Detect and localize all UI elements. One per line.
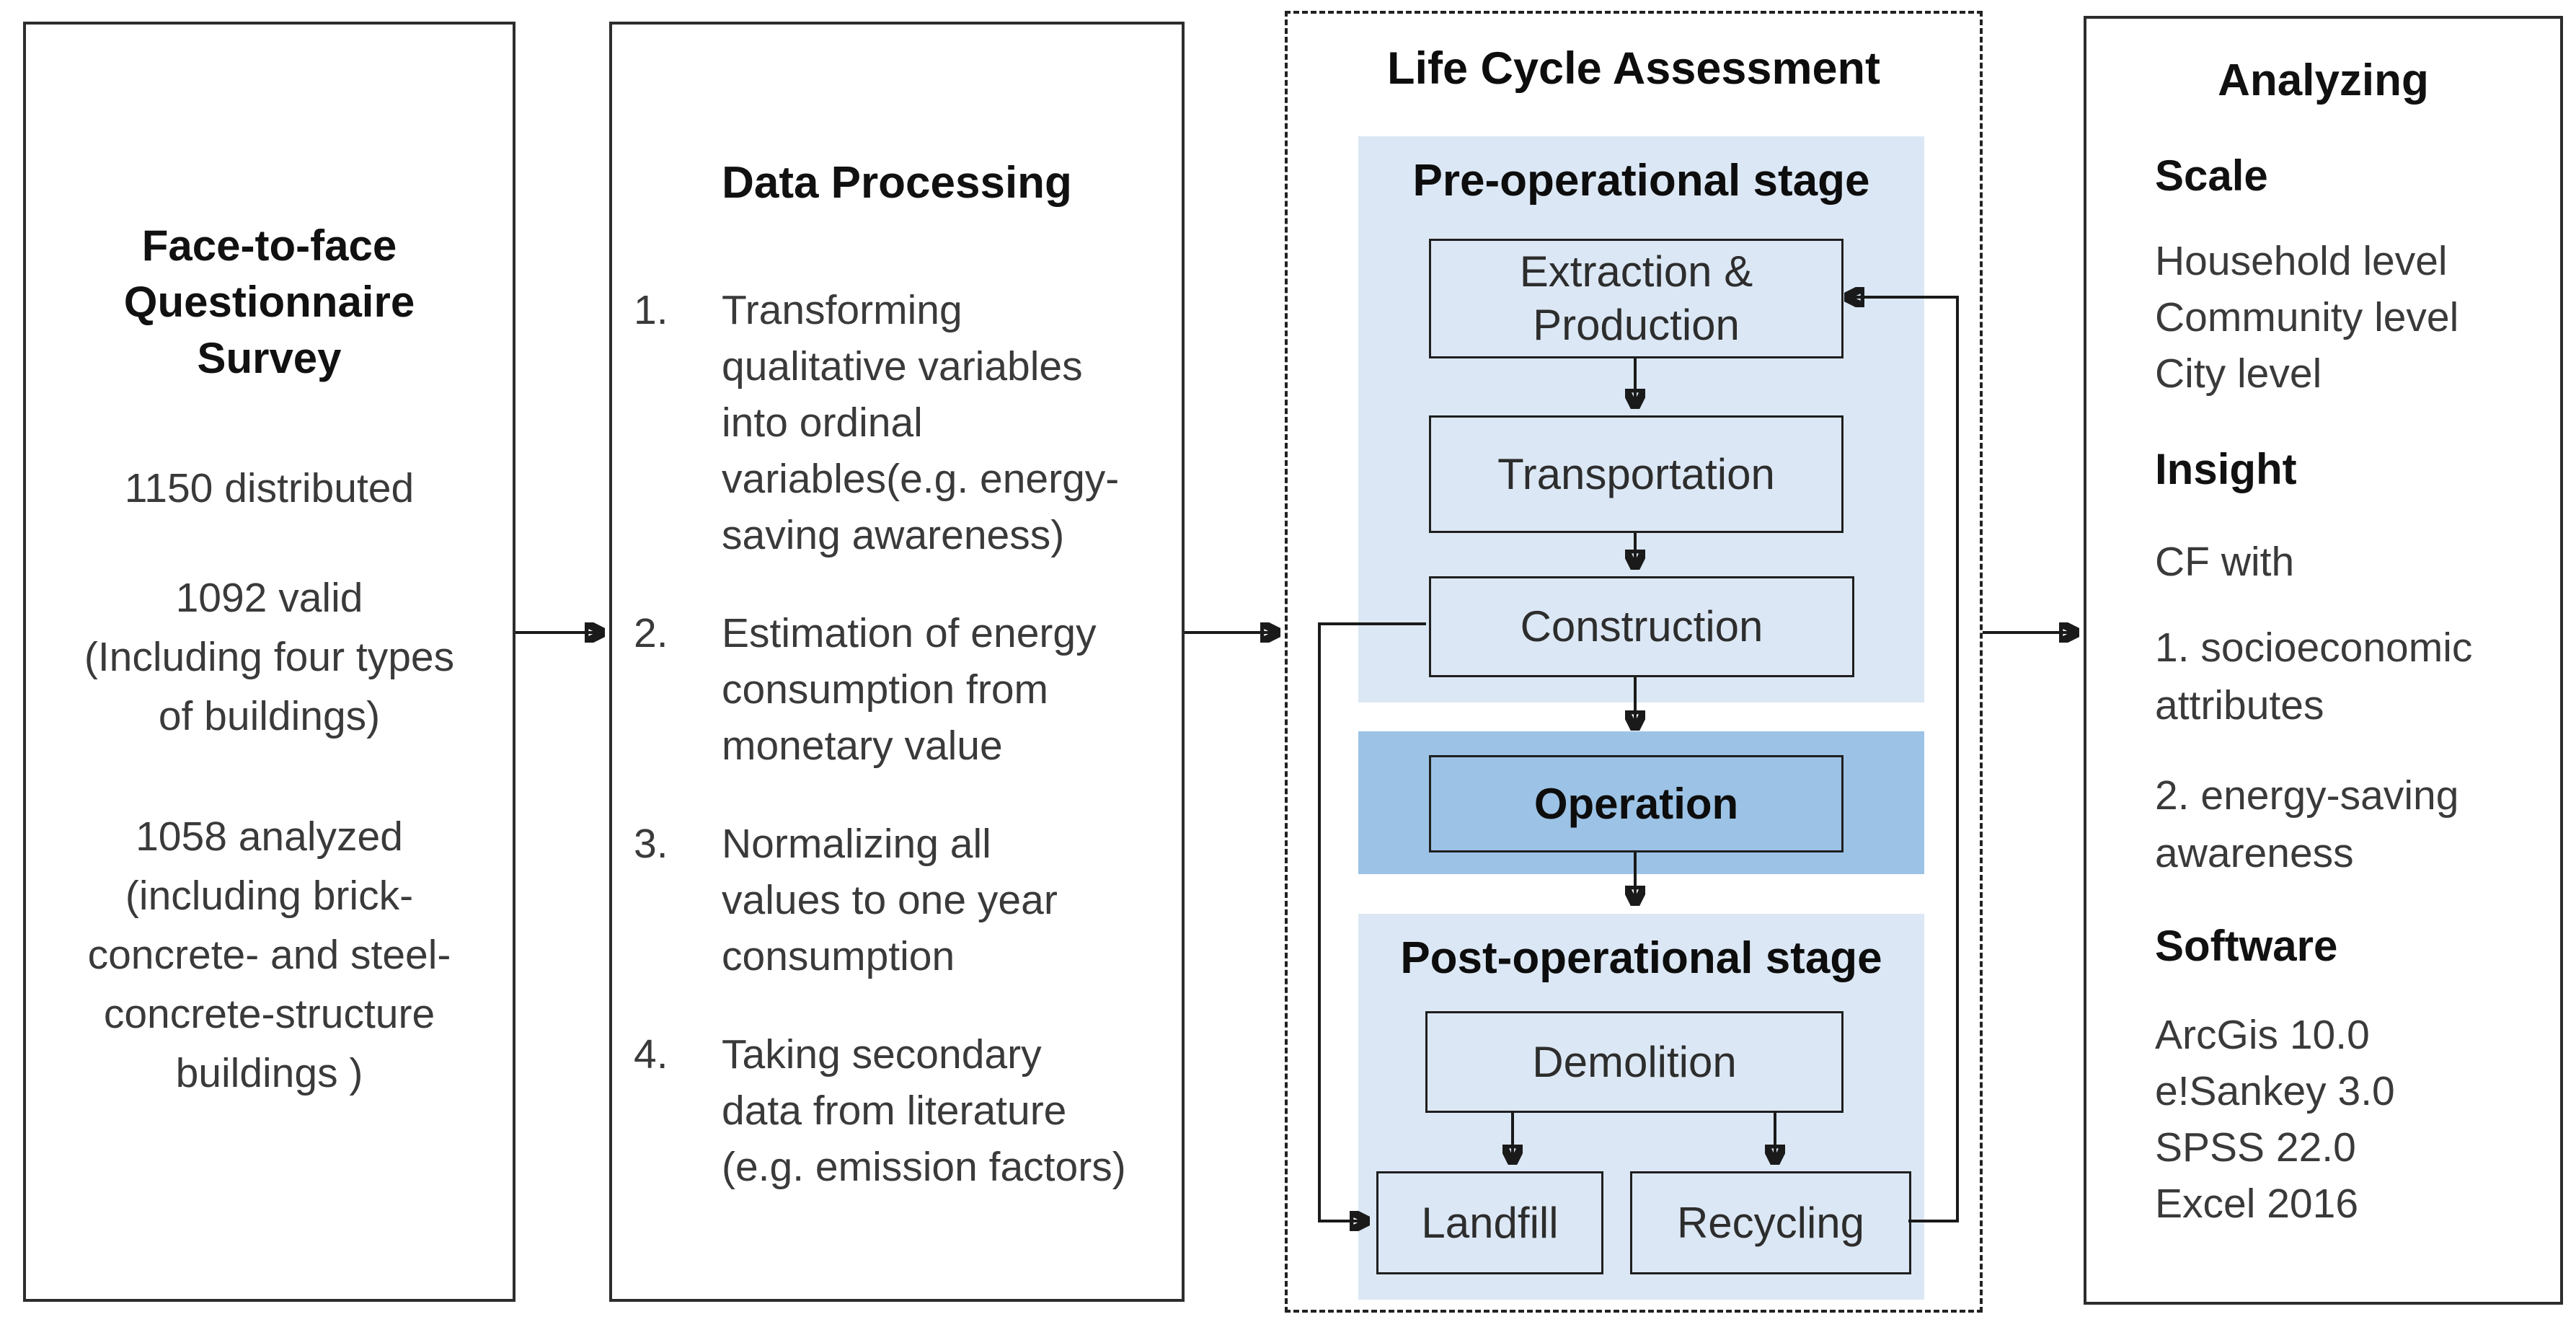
list-item: 2. Estimation of energy consumption from… — [634, 605, 1167, 774]
scale-levels: Household level Community level City lev… — [2155, 238, 2459, 397]
survey-stat-valid: 1092 valid (Including four types of buil… — [84, 575, 455, 739]
lca-title: Life Cycle Assessment — [1387, 43, 1880, 94]
list-item-number: 1. — [634, 287, 668, 333]
flow-box-operation: Operation — [1429, 755, 1844, 852]
pre-operational-stage-label: Pre-operational stage — [1412, 156, 1870, 206]
flow-box-transportation: Transportation — [1429, 415, 1844, 533]
flow-box-recycling: Recycling — [1630, 1171, 1911, 1274]
analyzing-content: Scale Household level Community level Ci… — [2155, 148, 2539, 1232]
insight-item-energy-saving: 2. energy-saving awareness — [2155, 772, 2459, 876]
survey-stat-distributed: 1150 distributed — [124, 465, 415, 511]
list-item-number: 2. — [634, 610, 668, 656]
analyzing-title: Analyzing — [2218, 56, 2429, 105]
list-item-text: Taking secondary data from literature (e… — [722, 1031, 1126, 1190]
survey-stat-analyzed: 1058 analyzed (including brick- concrete… — [87, 814, 451, 1096]
flow-box-landfill: Landfill — [1376, 1171, 1603, 1274]
data-processing-list: 1. Transforming qualitative variables in… — [634, 282, 1167, 1195]
data-processing-panel: Data Processing 1. Transforming qualitat… — [609, 22, 1185, 1302]
software-list: ArcGis 10.0 e!Sankey 3.0 SPSS 22.0 Excel… — [2155, 1012, 2395, 1227]
flow-box-extraction-production: Extraction & Production — [1429, 239, 1844, 358]
lca-panel: Life Cycle Assessment Pre-operational st… — [1285, 11, 1983, 1313]
list-item: 1. Transforming qualitative variables in… — [634, 282, 1167, 563]
survey-panel-title: Face-to-face Questionnaire Survey — [123, 221, 415, 382]
insight-intro: CF with — [2155, 539, 2295, 585]
insight-header: Insight — [2155, 445, 2297, 493]
list-item-number: 3. — [634, 821, 668, 867]
list-item-number: 4. — [634, 1031, 668, 1078]
data-processing-title: Data Processing — [722, 158, 1072, 208]
analyzing-panel: Analyzing Scale Household level Communit… — [2084, 16, 2563, 1305]
software-header: Software — [2155, 922, 2338, 970]
list-item: 4. Taking secondary data from literature… — [634, 1026, 1167, 1195]
flow-box-construction: Construction — [1429, 576, 1854, 677]
list-item-text: Estimation of energy consumption from mo… — [722, 610, 1097, 769]
insight-item-socioeconomic: 1. socioeconomic attributes — [2155, 625, 2473, 728]
scale-header: Scale — [2155, 151, 2268, 200]
list-item-text: Transforming qualitative variables into … — [722, 287, 1120, 558]
list-item: 3. Normalizing all values to one year co… — [634, 816, 1167, 984]
survey-panel: Face-to-face Questionnaire Survey 1150 d… — [23, 22, 515, 1302]
flow-box-demolition: Demolition — [1425, 1011, 1844, 1113]
post-operational-stage-label: Post-operational stage — [1400, 933, 1882, 983]
list-item-text: Normalizing all values to one year consu… — [722, 821, 1058, 979]
